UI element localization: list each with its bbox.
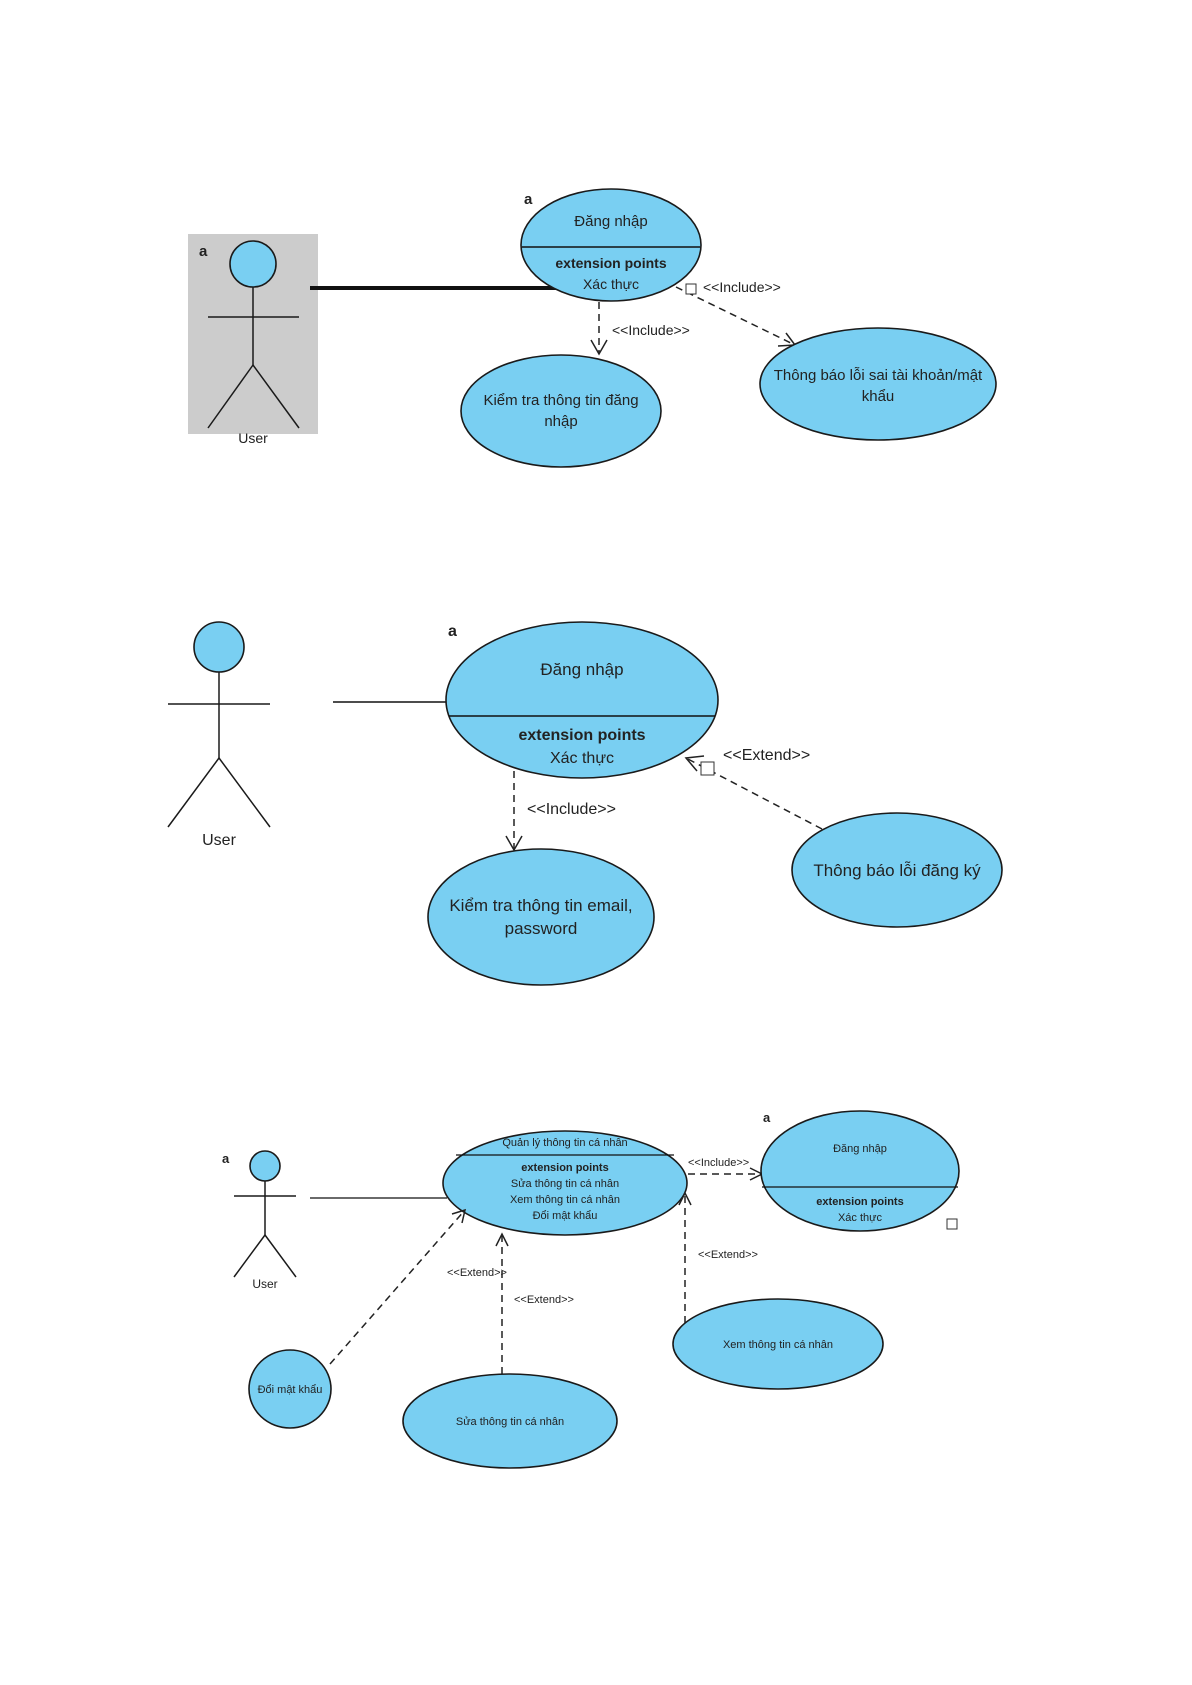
extension-point: Xác thực	[550, 750, 614, 767]
arrow-head	[451, 1208, 467, 1224]
actor-leg-left	[233, 1234, 266, 1278]
usecase-dang-nhap[interactable]: Đăng nhập extension points Xác thực	[520, 188, 702, 302]
usecase-kiem-tra[interactable]: Kiểm tra thông tin email, password	[427, 848, 655, 986]
extension-point: Xác thực	[838, 1212, 883, 1224]
extend-label: <<Extend>>	[698, 1249, 758, 1261]
actor-head	[229, 240, 277, 288]
selection-mark: a	[763, 1110, 771, 1125]
selection-mark: a	[199, 243, 208, 260]
actor-head	[193, 621, 245, 673]
usecase-label-line1: Kiểm tra thông tin đăng	[483, 392, 638, 409]
usecase-shape	[427, 848, 655, 986]
actor-user[interactable]	[233, 1150, 297, 1278]
resize-handle-icon[interactable]	[946, 1218, 958, 1230]
usecase-label: Thông báo lỗi đăng ký	[813, 861, 981, 880]
include-dependency[interactable]	[675, 286, 796, 346]
usecase-label-line2: khẩu	[862, 388, 895, 405]
usecase-title: Đăng nhập	[833, 1143, 887, 1155]
diagram-2: User a Đăng nhập extension points Xác th…	[167, 621, 1003, 986]
actor-leg-left	[167, 757, 220, 828]
arrow-head	[678, 1191, 692, 1206]
diagram-1: a User a Đăng nhập extension points Xác …	[188, 188, 997, 468]
resize-handle-icon[interactable]	[700, 761, 715, 776]
usecase-shape	[672, 1298, 884, 1390]
usecase-thong-bao-loi-dang-ky[interactable]: Thông báo lỗi đăng ký	[791, 812, 1003, 928]
usecase-label-line1: Thông báo lỗi sai tài khoản/mật	[774, 367, 983, 384]
usecase-shape	[248, 1349, 332, 1429]
actor-user[interactable]	[207, 240, 300, 429]
usecase-label-line1: Kiểm tra thông tin email,	[449, 896, 632, 915]
actor-leg-right	[264, 1234, 297, 1278]
usecase-kiem-tra[interactable]: Kiểm tra thông tin đăng nhập	[460, 354, 662, 468]
usecase-doi-mat-khau[interactable]: Đổi mật khẩu	[248, 1349, 332, 1429]
arrow-head	[777, 332, 797, 347]
usecase-title: Quản lý thông tin cá nhân	[502, 1137, 627, 1149]
extension-points-header: extension points	[521, 1162, 608, 1174]
usecase-title: Đăng nhập	[574, 213, 647, 230]
arrow-head	[590, 339, 608, 356]
usecase-dang-nhap[interactable]: Đăng nhập extension points Xác thực	[760, 1110, 960, 1232]
extension-point: Xem thông tin cá nhân	[510, 1194, 620, 1206]
usecase-quan-ly-thong-tin[interactable]: Quản lý thông tin cá nhân extension poin…	[442, 1130, 688, 1236]
extension-point: Xác thực	[583, 276, 639, 292]
usecase-shape	[791, 812, 1003, 928]
usecase-shape	[402, 1373, 618, 1469]
usecase-shape	[760, 1110, 960, 1232]
actor-user[interactable]	[167, 621, 271, 828]
include-label: <<Include>>	[703, 279, 781, 295]
usecase-label: Đổi mật khẩu	[258, 1384, 323, 1396]
usecase-label: Xem thông tin cá nhân	[723, 1339, 833, 1351]
usecase-label: Sửa thông tin cá nhân	[456, 1416, 564, 1428]
usecase-label-line2: password	[505, 919, 578, 938]
usecase-title: Đăng nhập	[540, 660, 623, 679]
include-label: <<Include>>	[527, 801, 616, 818]
usecase-xem-thong-tin[interactable]: Xem thông tin cá nhân	[672, 1298, 884, 1390]
selection-mark: a	[524, 191, 533, 208]
actor-leg-right	[218, 757, 271, 828]
extension-points-header: extension points	[518, 727, 645, 744]
actor-leg-right	[252, 364, 300, 429]
diagram-3: a User Quản lý thông tin cá nhân extensi…	[222, 1110, 960, 1469]
arrow-head	[495, 1232, 509, 1247]
extension-point: Đổi mật khẩu	[533, 1210, 598, 1222]
extend-label: <<Extend>>	[447, 1267, 507, 1279]
usecase-label-line2: nhập	[544, 413, 577, 430]
include-label: <<Include>>	[688, 1157, 749, 1169]
usecase-shape	[759, 327, 997, 441]
usecase-thong-bao-loi[interactable]: Thông báo lỗi sai tài khoản/mật khẩu	[759, 327, 997, 441]
extend-dependency[interactable]	[685, 757, 823, 830]
resize-handle-icon[interactable]	[685, 283, 697, 295]
actor-label: User	[202, 832, 236, 849]
extension-point: Sửa thông tin cá nhân	[511, 1178, 619, 1190]
arrow-head	[684, 755, 705, 772]
actor-label: User	[238, 430, 268, 446]
usecase-shape	[445, 621, 719, 779]
usecase-sua-thong-tin[interactable]: Sửa thông tin cá nhân	[402, 1373, 618, 1469]
arrow-head	[505, 835, 523, 852]
extend-label: <<Extend>>	[514, 1294, 574, 1306]
extension-points-header: extension points	[816, 1196, 903, 1208]
extension-points-header: extension points	[555, 255, 666, 271]
extend-label: <<Extend>>	[723, 747, 810, 764]
actor-head	[249, 1150, 281, 1182]
selection-mark: a	[222, 1151, 230, 1166]
actor-leg-left	[207, 364, 254, 429]
actor-label: User	[252, 1277, 277, 1291]
usecase-shape	[520, 188, 702, 302]
include-label: <<Include>>	[612, 322, 690, 338]
usecase-dang-nhap[interactable]: Đăng nhập extension points Xác thực	[445, 621, 719, 779]
extend-dependency[interactable]	[329, 1209, 466, 1365]
selection-mark: a	[448, 623, 457, 640]
usecase-shape	[442, 1130, 688, 1236]
usecase-shape	[460, 354, 662, 468]
